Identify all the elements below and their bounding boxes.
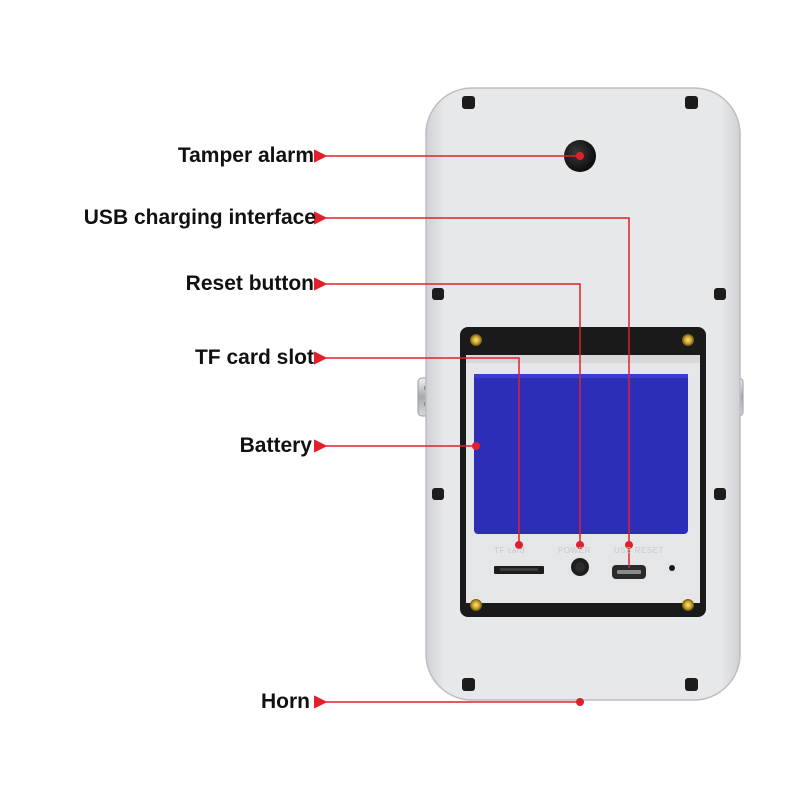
label-battery: Battery	[239, 434, 312, 457]
board-label-tf: TF card	[494, 546, 526, 555]
screw-icon	[432, 96, 726, 691]
label-horn: Horn	[261, 690, 310, 713]
label-reset-button: Reset button	[185, 272, 314, 295]
screw-icon	[470, 334, 694, 611]
callout-dots	[472, 152, 633, 706]
board-label-power: POWER	[558, 546, 591, 555]
reset-pinhole	[669, 565, 675, 571]
board-label-usb-reset: USB RESET	[614, 546, 664, 555]
label-tf-card-slot: TF card slot	[194, 346, 314, 369]
battery-pack	[474, 374, 688, 534]
callout-tf	[313, 351, 520, 545]
callout-reset	[313, 277, 581, 545]
callout-usb	[313, 211, 630, 568]
label-usb-charging: USB charging interface	[83, 206, 316, 229]
label-tamper-alarm: Tamper alarm	[177, 144, 314, 167]
